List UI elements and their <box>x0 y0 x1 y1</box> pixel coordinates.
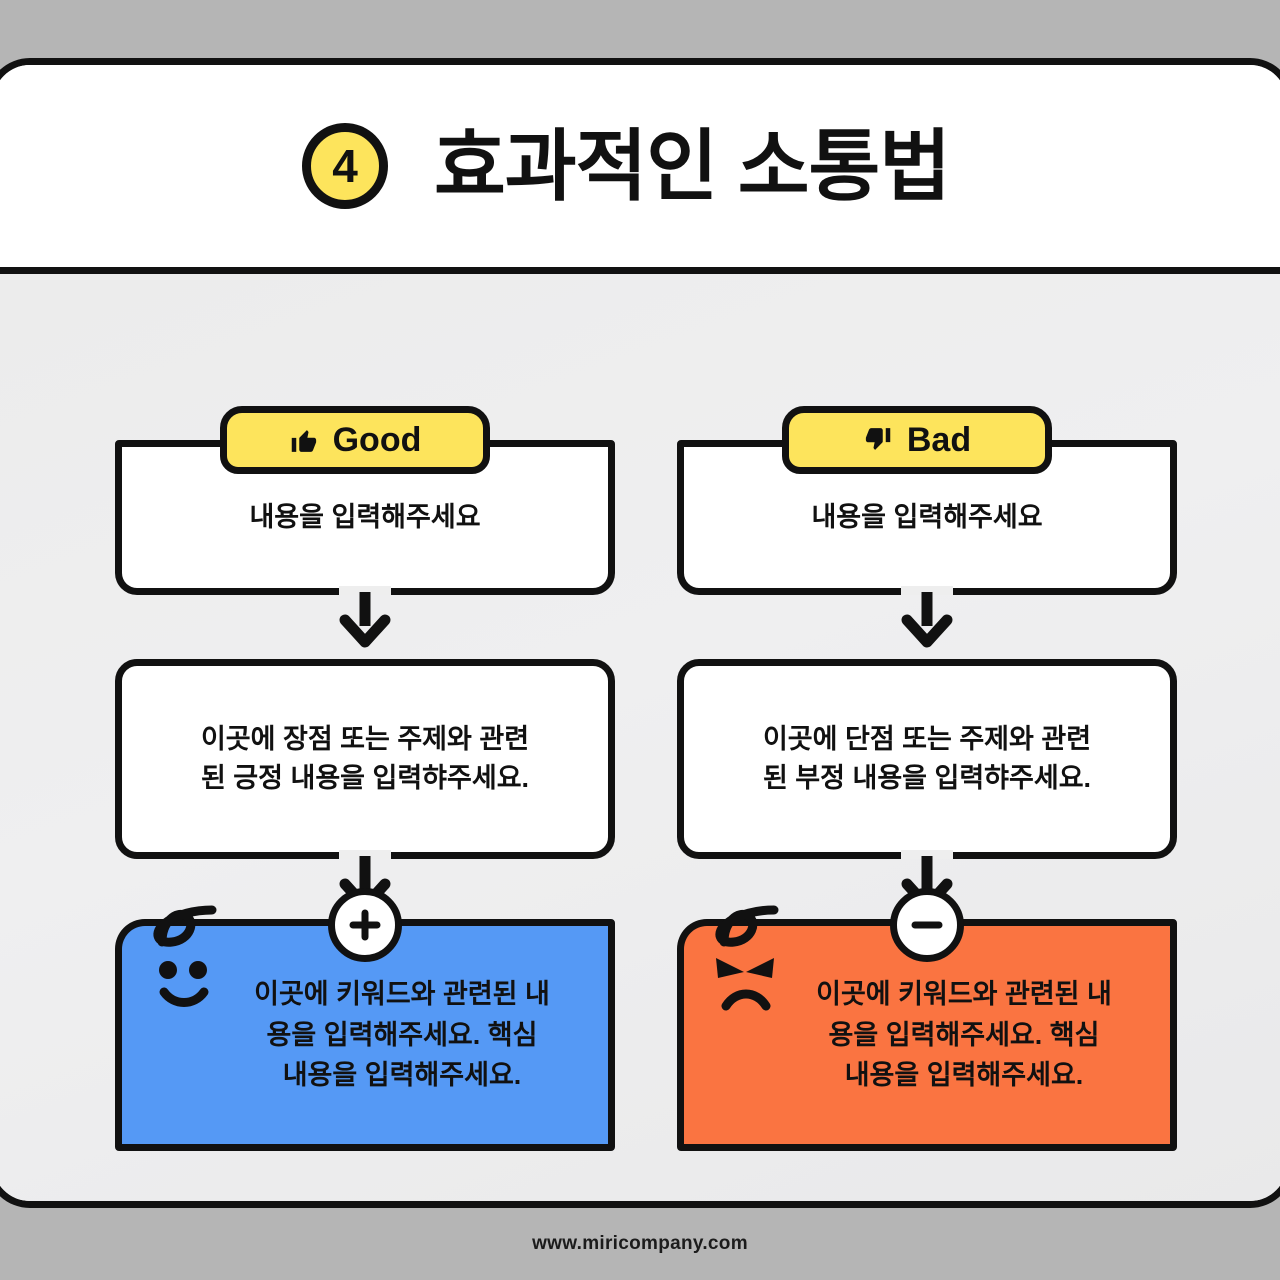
tab-bad[interactable]: Bad <box>782 406 1052 474</box>
columns-wrapper: 내용을 입력해주세요 Good 이곳에 장점 또는 주제와 관련 된 <box>0 274 1280 1201</box>
good-box-1-text: 내용을 입력해주세요 <box>249 501 481 532</box>
page-title: 효과적인 소통법 <box>434 122 951 210</box>
step-number-badge: 4 <box>302 123 388 209</box>
column-bad: 내용을 입력해주세요 Bad 이곳에 단점 또는 주제와 관련 된 부 <box>677 274 1189 1201</box>
good-box-2: 이곳에 장점 또는 주제와 관련 된 긍정 내용을 입력햐주세요. <box>115 659 615 912</box>
good-arrow-1-icon <box>339 592 391 648</box>
minus-icon <box>911 921 943 929</box>
good-result-text: 이곳에 키워드와 관련된 내 용을 입력해주세요. 핵심 내용을 입력해주세요. <box>254 979 550 1091</box>
good-box-1-notch <box>339 586 391 595</box>
tab-bad-label: Bad <box>906 421 972 459</box>
column-good: 내용을 입력해주세요 Good 이곳에 장점 또는 주제와 관련 된 <box>115 274 627 1201</box>
footer: www.miricompany.com <box>0 1208 1280 1280</box>
infographic-card: 4 효과적인 소통법 내용을 입력해주세요 <box>0 58 1280 1208</box>
bad-box-1-text: 내용을 입력해주세요 <box>811 501 1043 532</box>
thumbs-down-icon <box>865 428 891 450</box>
card-header: 4 효과적인 소통법 <box>0 65 1280 274</box>
good-result-box: 이곳에 키워드와 관련된 내 용을 입력해주세요. 핵심 내용을 입력해주세요. <box>115 888 615 1151</box>
good-box-2-notch <box>339 850 391 859</box>
bad-box-2-text: 이곳에 단점 또는 주제와 관련 된 부정 내용을 입력햐주세요. <box>762 723 1092 793</box>
bad-box-2-notch <box>901 850 953 859</box>
bad-result-text: 이곳에 키워드와 관련된 내 용을 입력해주세요. 핵심 내용을 입력해주세요. <box>816 979 1112 1091</box>
bad-arrow-1-icon <box>901 592 953 648</box>
plus-icon <box>349 909 381 941</box>
bad-box-1-notch <box>901 586 953 595</box>
good-box-2-text: 이곳에 장점 또는 주제와 관련 된 긍정 내용을 입력햐주세요. <box>200 723 530 793</box>
thumbs-up-icon <box>291 430 316 452</box>
tab-good[interactable]: Good <box>220 406 490 474</box>
tab-good-label: Good <box>332 421 422 459</box>
minus-badge <box>890 888 964 962</box>
bad-result-box: 이곳에 키워드와 관련된 내 용을 입력해주세요. 핵심 내용을 입력해주세요. <box>677 888 1177 1151</box>
bad-box-2: 이곳에 단점 또는 주제와 관련 된 부정 내용을 입력햐주세요. <box>677 659 1177 912</box>
header-inner: 4 효과적인 소통법 <box>302 122 951 210</box>
plus-badge <box>328 888 402 962</box>
footer-website: www.miricompany.com <box>532 1233 748 1254</box>
card-body: 내용을 입력해주세요 Good 이곳에 장점 또는 주제와 관련 된 <box>0 274 1280 1201</box>
